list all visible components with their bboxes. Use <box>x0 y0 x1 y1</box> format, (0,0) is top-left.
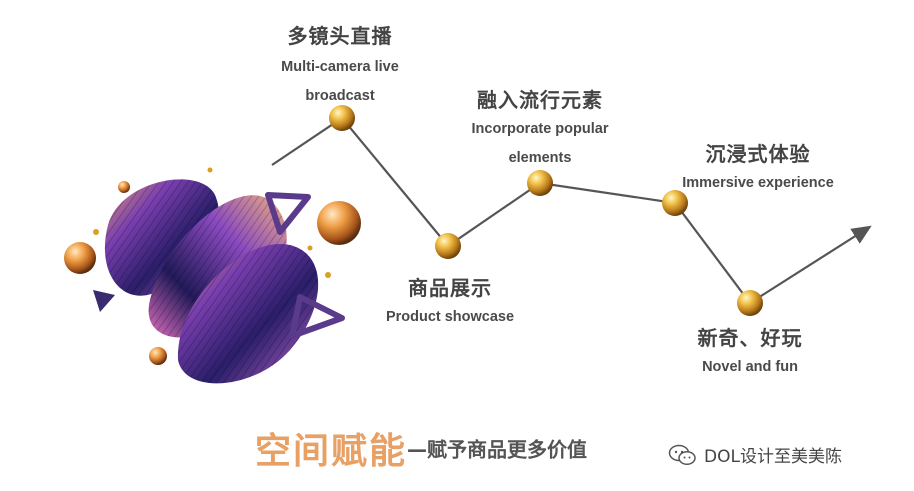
step-5-label: 新奇、好玩 Novel and fun <box>680 322 820 382</box>
footer-slogan: 空间赋能—赋予商品更多价值 <box>255 422 587 474</box>
step-4-title-en: Immersive experience <box>682 175 834 191</box>
triangle-outline-lower <box>289 294 345 339</box>
node-1-sphere <box>329 105 355 131</box>
orb-large <box>317 201 361 245</box>
step-2-label: 商品展示 Product showcase <box>370 272 530 332</box>
orb-tiny-2 <box>325 272 331 278</box>
watermark-text: DOL设计至美美陈 <box>704 447 842 467</box>
step-1-title-en: Multi-camera live broadcast <box>281 59 399 104</box>
orb-tiny-4 <box>307 245 313 251</box>
decorative-twist-artwork <box>64 167 361 384</box>
wechat-icon <box>668 443 698 472</box>
step-3-label: 融入流行元素 Incorporate popular elements <box>455 84 625 173</box>
triangle-outline-right <box>265 192 311 235</box>
step-1-label: 多镜头直播 Multi-camera live broadcast <box>260 20 420 111</box>
step-5-title-en: Novel and fun <box>702 359 798 375</box>
step-4-title-zh: 沉浸式体验 <box>705 142 811 166</box>
step-3-title-en: Incorporate popular elements <box>471 121 609 166</box>
orb-tiny-1 <box>207 167 213 173</box>
orb-bottom <box>149 347 167 365</box>
footer-main-text: 空间赋能 <box>255 431 408 472</box>
step-2-title-zh: 商品展示 <box>408 276 492 300</box>
watermark: DOL设计至美美陈 <box>668 442 842 472</box>
twist-shape-bottom <box>177 243 319 384</box>
orb-tiny-top <box>118 181 130 193</box>
step-3-title-zh: 融入流行元素 <box>477 88 603 112</box>
orb-left <box>64 242 96 274</box>
node-5-sphere <box>737 290 763 316</box>
orb-tiny-3 <box>93 229 99 235</box>
step-2-title-en: Product showcase <box>385 309 515 325</box>
step-4-label: 沉浸式体验 Immersive experience <box>668 138 848 198</box>
node-2-sphere <box>435 233 461 259</box>
step-1-title-zh: 多镜头直播 <box>287 24 393 48</box>
triangle-small-left <box>93 290 115 312</box>
node-3-sphere <box>527 170 553 196</box>
step-5-title-zh: 新奇、好玩 <box>697 326 803 350</box>
footer-sub-text: —赋予商品更多价值 <box>407 437 588 462</box>
node-4-sphere <box>662 190 688 216</box>
